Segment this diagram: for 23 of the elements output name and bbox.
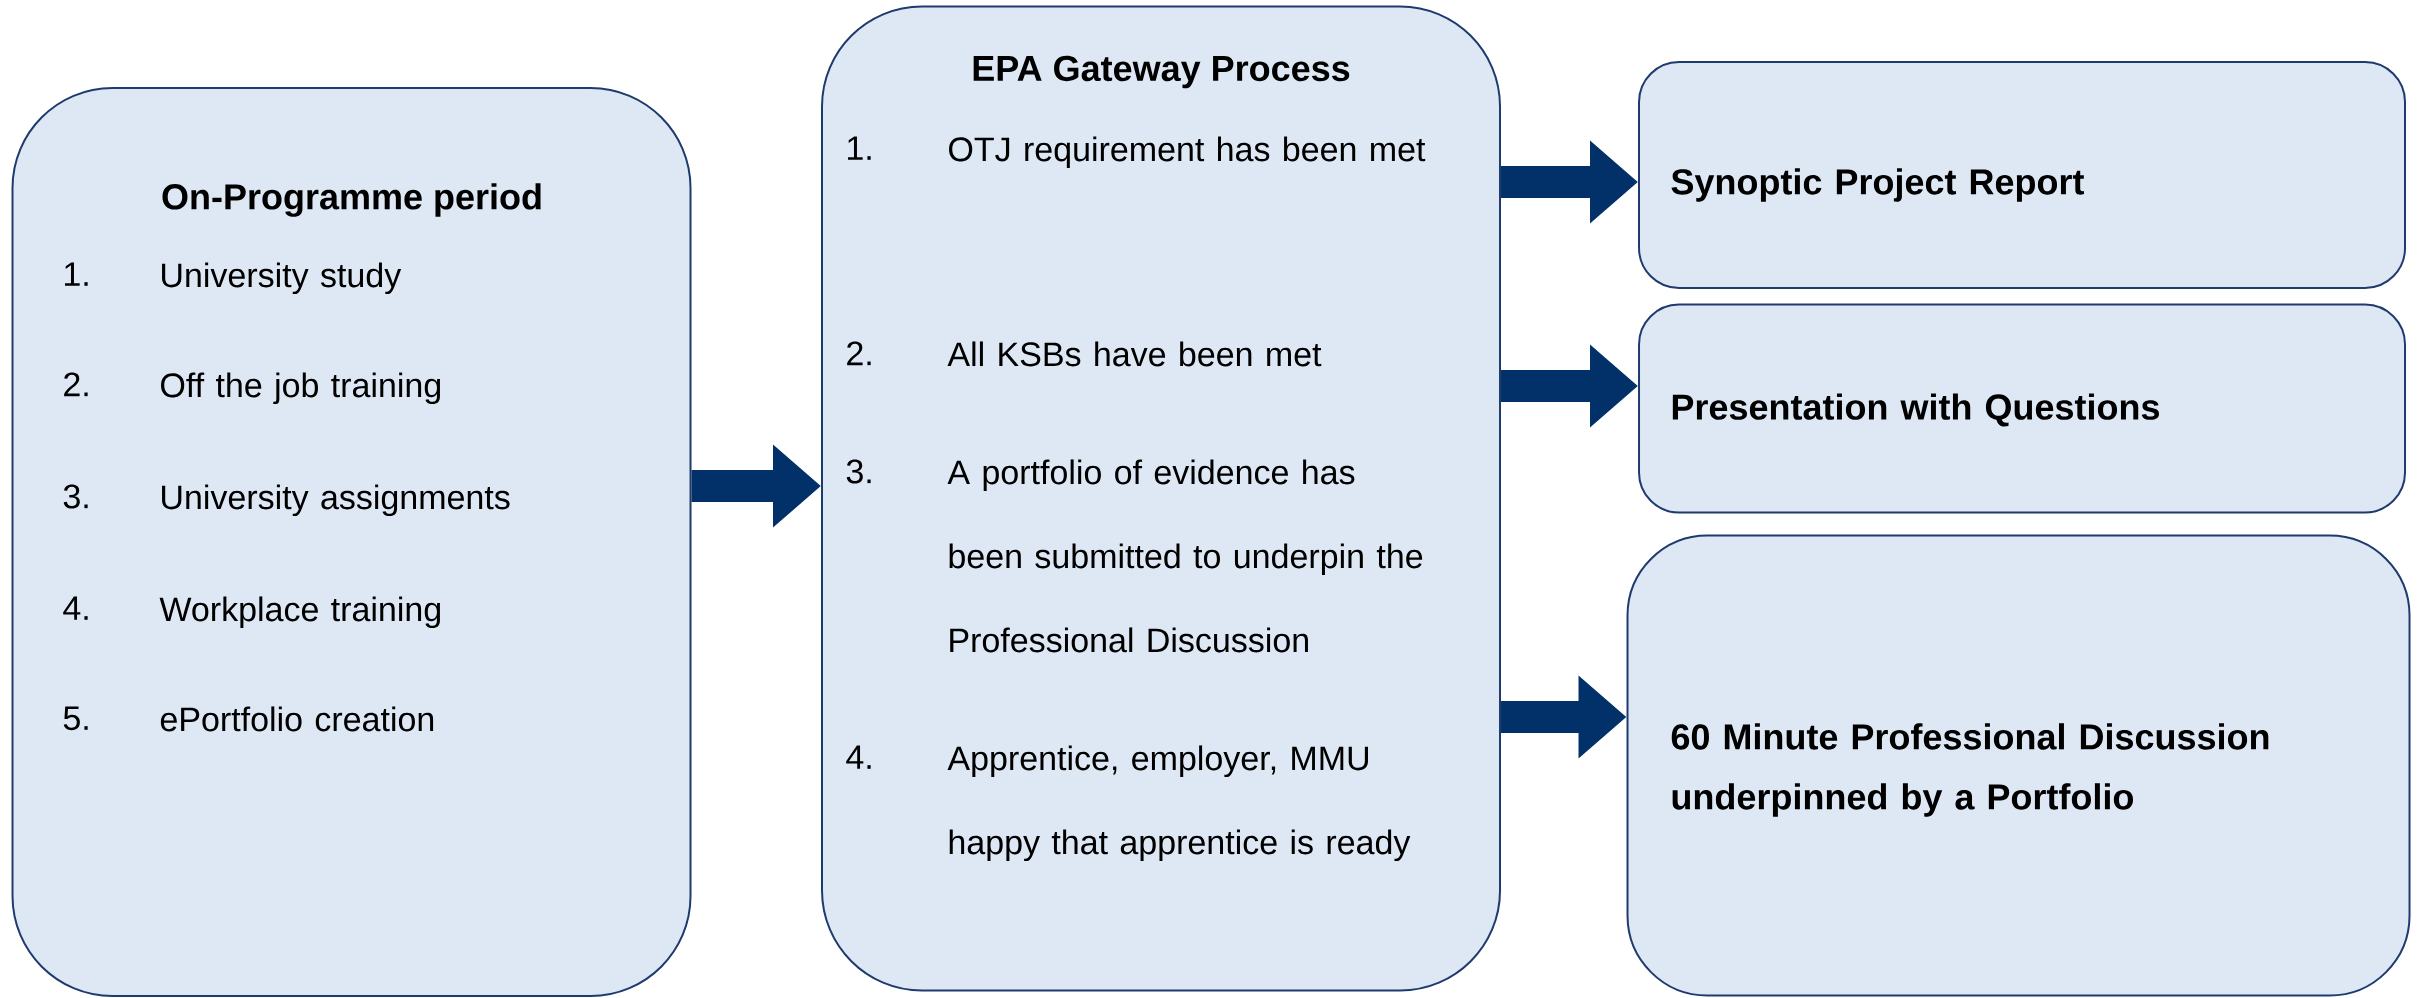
list-number: 4. — [846, 745, 871, 769]
list-number: 3. — [846, 459, 871, 484]
list-item: OTJ requirement has been met — [949, 136, 1426, 169]
list-item: ePortfolio creation — [160, 706, 434, 732]
heading: EPA Gateway Process — [973, 55, 1350, 89]
list-item: University study — [162, 262, 402, 295]
list-number: 4. — [63, 596, 88, 620]
list-item: University assignments — [162, 484, 510, 517]
list-number: 1. — [848, 136, 871, 160]
list-number: 2. — [64, 372, 88, 397]
list-item: A portfolio of evidence has been submitted to underpin the Professional Discussion — [947, 459, 1423, 653]
list-number: 2. — [847, 341, 871, 366]
list-item: Workplace training — [159, 596, 440, 629]
list-number: 1. — [65, 262, 88, 286]
heading: On-Programme period — [162, 183, 541, 217]
list-number: 3. — [63, 484, 88, 509]
box-label: Presentation with Questions — [1672, 393, 2159, 427]
box-label: 60 Minute Professional Discussion underpinned by a Portfolio — [1671, 723, 2269, 817]
list-item: All KSBs have been met — [947, 341, 1322, 367]
list-number: 5. — [63, 706, 88, 731]
list-item: Apprentice, employer, MMU happy that apprentice is ready — [947, 745, 1411, 862]
box-label: Synoptic Project Report — [1671, 168, 2084, 202]
list-item: Off the job training — [161, 372, 441, 405]
